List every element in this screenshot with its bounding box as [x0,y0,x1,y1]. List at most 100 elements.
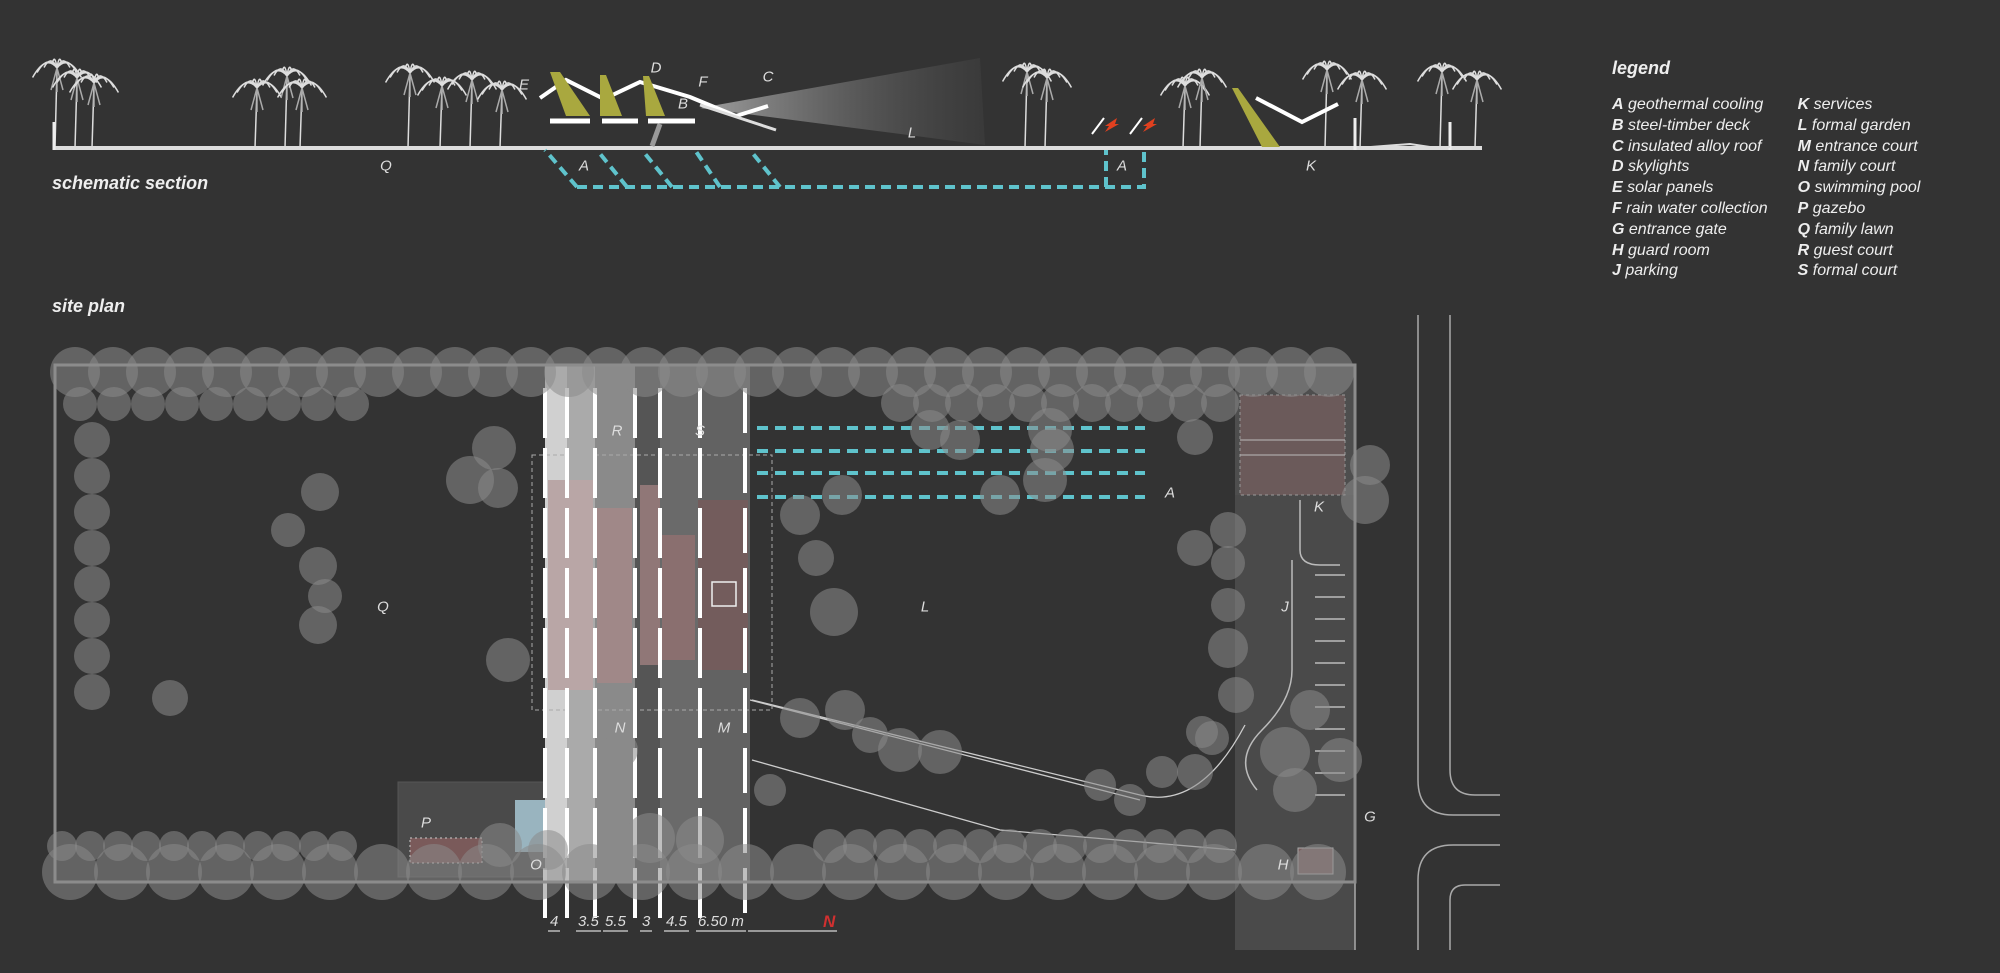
legend-value: guest court [1813,241,1893,259]
legend-value: entrance gate [1628,220,1727,238]
tree [780,495,820,535]
tree [335,387,369,421]
legend-key: A [1612,96,1624,113]
legend-item: F rain water collection [1612,199,1768,220]
legend-item: H guard room [1612,241,1768,262]
tree [406,844,462,900]
legend-key: K [1797,96,1810,113]
tree [1318,738,1362,782]
tree [164,347,214,397]
section-label-f: F [698,73,708,91]
section-label-b: B [677,95,689,113]
legend-key: C [1612,137,1624,155]
tree [240,347,290,397]
tree [1084,769,1116,801]
legend-key: R [1797,241,1810,259]
tree [993,829,1027,863]
palm-tree [1301,60,1353,149]
tree [1266,347,1316,397]
legend-value: services [1813,96,1873,113]
tree [301,387,335,421]
legend-key: S [1797,262,1809,280]
tree [1210,512,1246,548]
palm-tree [416,76,468,149]
tree [602,732,638,768]
tree [544,347,594,397]
legend-key: M [1797,137,1811,155]
tree [278,347,328,397]
tree [718,844,774,900]
tree [1177,530,1213,566]
tree [1341,476,1389,524]
legend-value: rain water collection [1626,199,1768,217]
legend-item: M entrance court [1798,137,1921,158]
legend-value: steel-timber deck [1628,116,1750,134]
plan-label-l: L [920,598,930,616]
tree [103,831,133,861]
tree [1228,347,1278,397]
scale-segment: 3 [640,913,653,932]
tree [478,823,522,867]
tree [1260,727,1310,777]
palm-tree [1336,70,1388,149]
legend-item: E solar panels [1612,178,1768,199]
section-label-e: E [518,76,530,94]
tree [1201,384,1239,422]
tree [977,384,1015,422]
legend-key: D [1612,158,1624,176]
scale-segment: 6.50 m [696,913,746,932]
tree [582,347,632,397]
tree [1114,784,1146,816]
legend-item: N family court [1798,157,1921,178]
plan-label-a: A [1164,484,1176,502]
legend-item: P gazebo [1798,199,1921,220]
legend-key: N [1797,158,1810,176]
tree [146,844,202,900]
tree [97,387,131,421]
palm-tree [231,78,283,149]
north-arrow: N [823,912,836,931]
scale-segment: 3.5 [576,913,601,932]
legend-value: swimming pool [1814,179,1921,197]
legend-value: formal garden [1811,116,1911,134]
palm-tree [1159,76,1211,149]
legend-item: J parking [1612,261,1768,282]
tree [1203,829,1237,863]
street [1354,315,1500,950]
tree [199,387,233,421]
tree [301,473,339,511]
tree [963,829,997,863]
tree [940,420,980,460]
legend-value: family court [1813,158,1896,176]
tree [780,698,820,738]
scale-segment: 5.5 [603,913,628,932]
tree [1073,384,1111,422]
tree [1177,754,1213,790]
tree [980,475,1020,515]
tree [1273,768,1317,812]
legend-item: G entrance gate [1612,220,1768,241]
site-plan [42,315,1500,950]
tree [696,347,746,397]
plan-label-q: Q [377,598,389,616]
tree [1105,384,1143,422]
tree [50,347,100,397]
tree [152,680,188,716]
legend-value: geothermal cooling [1628,96,1764,113]
tree [843,829,877,863]
legend-key: J [1612,262,1621,280]
tree [754,774,786,806]
tree [1023,829,1057,863]
tree [1113,829,1147,863]
tree [658,347,708,397]
tree [202,347,252,397]
legend-item: C insulated alloy roof [1612,137,1768,158]
tree [620,347,670,397]
section-label-k: K [1305,157,1317,175]
tree [271,513,305,547]
tree [881,384,919,422]
tree [1211,588,1245,622]
scale-segment: 4.5 [664,913,689,932]
tree [734,347,784,397]
